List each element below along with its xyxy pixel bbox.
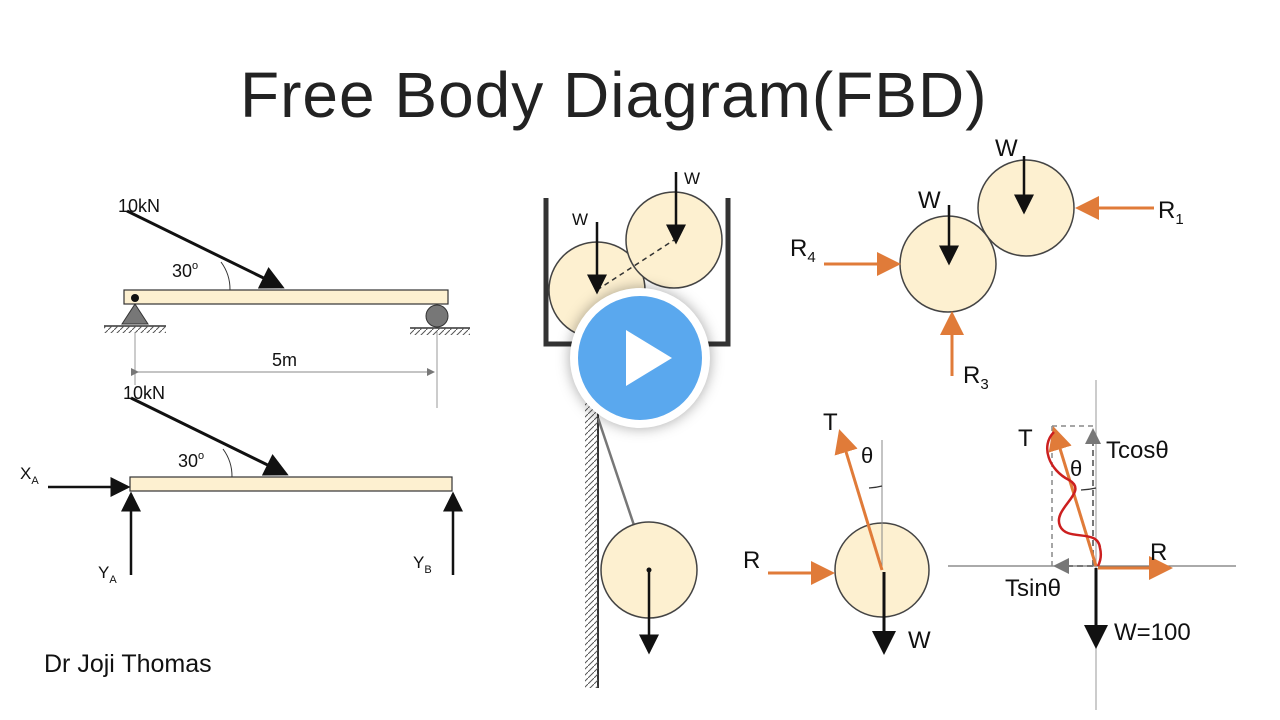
reaction-r3-label: R3 [963, 362, 989, 393]
ground-hatch-left [104, 326, 166, 333]
theta-arc [868, 485, 883, 489]
beam-fbd: 10kN 30o XA YA YB [20, 383, 463, 586]
center-line [596, 239, 675, 291]
cylinders-fbd: W W R1 R4 R3 [790, 135, 1184, 393]
angle-label-2: 30o [178, 450, 204, 471]
triangle-theta-arc [1080, 487, 1097, 491]
beam-supported: 10kN 30o 5m [104, 196, 470, 408]
container-cylinders: W W [543, 169, 731, 347]
weight-label-left: W [572, 210, 588, 229]
tsin-label: Tsinθ [1005, 575, 1061, 602]
reaction-r1-label: R1 [1158, 197, 1184, 228]
reaction-yb-label: YB [413, 553, 432, 576]
reaction-r-label: R [743, 547, 760, 574]
author-name: Dr Joji Thomas [44, 650, 212, 678]
load-arrow-2 [130, 396, 289, 476]
hanging-sphere [585, 400, 698, 688]
fbd-cylinder-top [977, 159, 1075, 257]
play-icon [626, 330, 672, 386]
tension-label: T [823, 409, 838, 436]
angle-label-1: 30o [172, 260, 198, 281]
angle-arc-1 [220, 261, 231, 291]
triangle-weight-label: W=100 [1114, 619, 1191, 646]
wall-hatch [585, 400, 598, 688]
load-label-1: 10kN [118, 196, 160, 216]
weight-label: W [908, 627, 931, 654]
beam-2 [129, 476, 453, 492]
reaction-xa-label: XA [20, 464, 39, 487]
sphere-fbd: T θ R W [743, 409, 931, 655]
span-label: 5m [272, 350, 297, 370]
pin-joint [131, 294, 139, 302]
force-triangle: θ T Tcosθ Tsinθ R W=100 [948, 380, 1236, 710]
reaction-r4-label: R4 [790, 235, 816, 266]
roller-support [425, 304, 449, 328]
scribble-annotation [1045, 431, 1103, 567]
theta-label: θ [861, 443, 873, 468]
load-label-2: 10kN [123, 383, 165, 403]
tension-vector [1048, 426, 1098, 567]
beam-1 [123, 289, 449, 305]
fbd-weight-bottom-label: W [918, 187, 941, 214]
weight-label-right: W [684, 169, 700, 188]
page-title: Free Body Diagram(FBD) [240, 59, 988, 131]
reaction-ya-label: YA [98, 563, 117, 586]
tension-arrow [834, 429, 884, 571]
triangle-theta-label: θ [1070, 456, 1082, 481]
triangle-r-label: R [1150, 539, 1167, 566]
fbd-weight-top-label: W [995, 135, 1018, 162]
pin-support [121, 303, 149, 325]
angle-arc-2 [222, 448, 233, 478]
ground-hatch-right [410, 328, 470, 335]
load-arrow-1 [126, 209, 285, 289]
play-button[interactable] [570, 288, 710, 428]
tcos-label: Tcosθ [1106, 437, 1169, 464]
play-button-circle [578, 296, 702, 420]
triangle-tension-label: T [1018, 425, 1033, 452]
